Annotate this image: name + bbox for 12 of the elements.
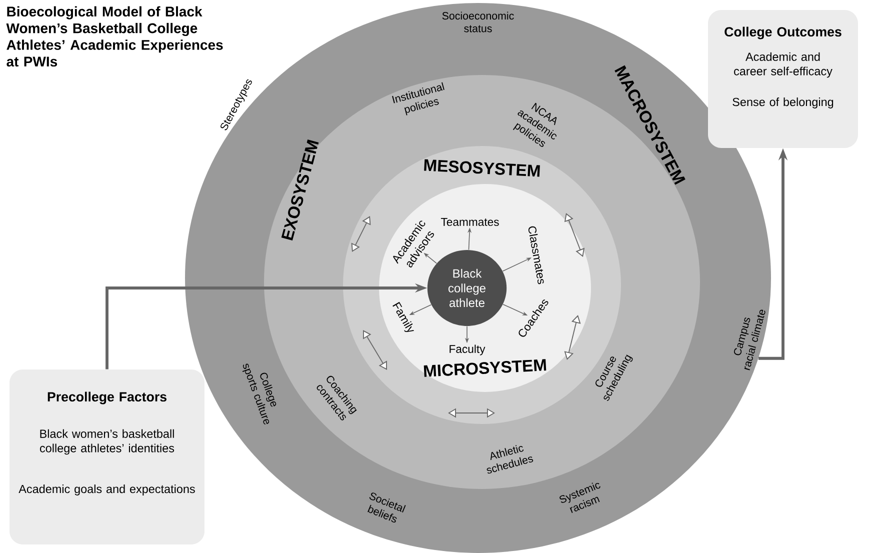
factor-box: Precollege Factors Black women’s basketball college athletes’ identities Academic goals and expectations [10, 369, 204, 544]
factor-label: College sports culture [242, 364, 276, 424]
title: Bioecological Model of Black Women’s Basketball College Athletes’ Academic Experiences at PWIs [6, 6, 223, 67]
system-label: MESOSYSTEM [424, 159, 540, 177]
factor-box: College Outcomes Academic and career self-efficacy Sense of belonging [708, 10, 858, 148]
system-label: MICROSYSTEM [424, 359, 546, 377]
factor-label: Classmates [528, 226, 544, 284]
factor-label: Campus racial climate [734, 310, 766, 370]
factor-label: Athletic schedules [486, 445, 534, 474]
factor-label: Socioeconomic status [442, 12, 514, 32]
factor-label: Teammates [440, 218, 499, 226]
factor-label: Faculty [450, 344, 486, 356]
